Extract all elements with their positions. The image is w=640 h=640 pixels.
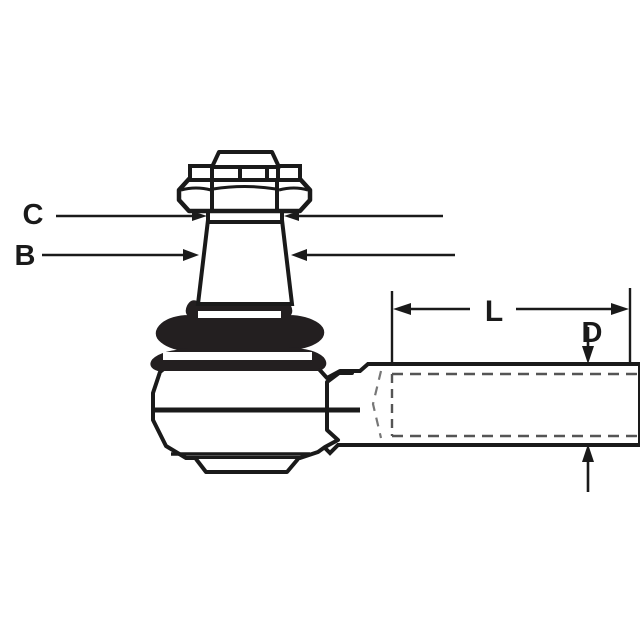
dimension-c-arrowhead-left xyxy=(192,211,207,221)
rubber-boot xyxy=(150,300,327,371)
dimension-b: B xyxy=(15,240,455,272)
dimension-d: D xyxy=(582,317,603,492)
dimension-b-label: B xyxy=(15,240,36,272)
housing-bottom-cap xyxy=(194,457,300,474)
dimension-c: C xyxy=(23,199,443,231)
boot-highlight-lower xyxy=(163,352,312,360)
castle-nut-cap xyxy=(210,150,281,169)
tapered-stud-outline xyxy=(195,218,295,306)
hex-nut-outline xyxy=(176,176,313,214)
hex-chamfer-right xyxy=(278,186,309,192)
ball-joint-housing xyxy=(151,361,360,474)
dimension-d-label: D xyxy=(582,317,603,349)
dimension-l-arrowhead-right xyxy=(611,303,629,315)
dimension-l-label: L xyxy=(485,295,503,328)
dimension-l: L xyxy=(390,288,632,364)
dimension-b-arrowhead-right xyxy=(291,249,307,261)
hex-chamfer-center xyxy=(212,185,277,191)
hex-nut xyxy=(176,176,313,214)
boot-highlight-upper xyxy=(198,311,281,318)
tube-outline xyxy=(320,362,640,456)
tapered-stud xyxy=(195,218,295,306)
dimension-b-arrowhead-left xyxy=(183,249,199,261)
dimension-d-arrowhead-bottom xyxy=(582,444,594,462)
dimension-c-label: C xyxy=(23,199,44,231)
castle-nut-cap-outline xyxy=(210,150,281,169)
dimension-c-arrowhead-right xyxy=(284,211,299,221)
tube-hidden-bore-taper xyxy=(371,370,383,439)
dimension-d-arrowhead-top xyxy=(582,346,594,364)
dimension-l-arrowhead-left xyxy=(393,303,411,315)
hex-chamfer-left xyxy=(180,186,212,192)
threaded-tube xyxy=(320,362,640,456)
